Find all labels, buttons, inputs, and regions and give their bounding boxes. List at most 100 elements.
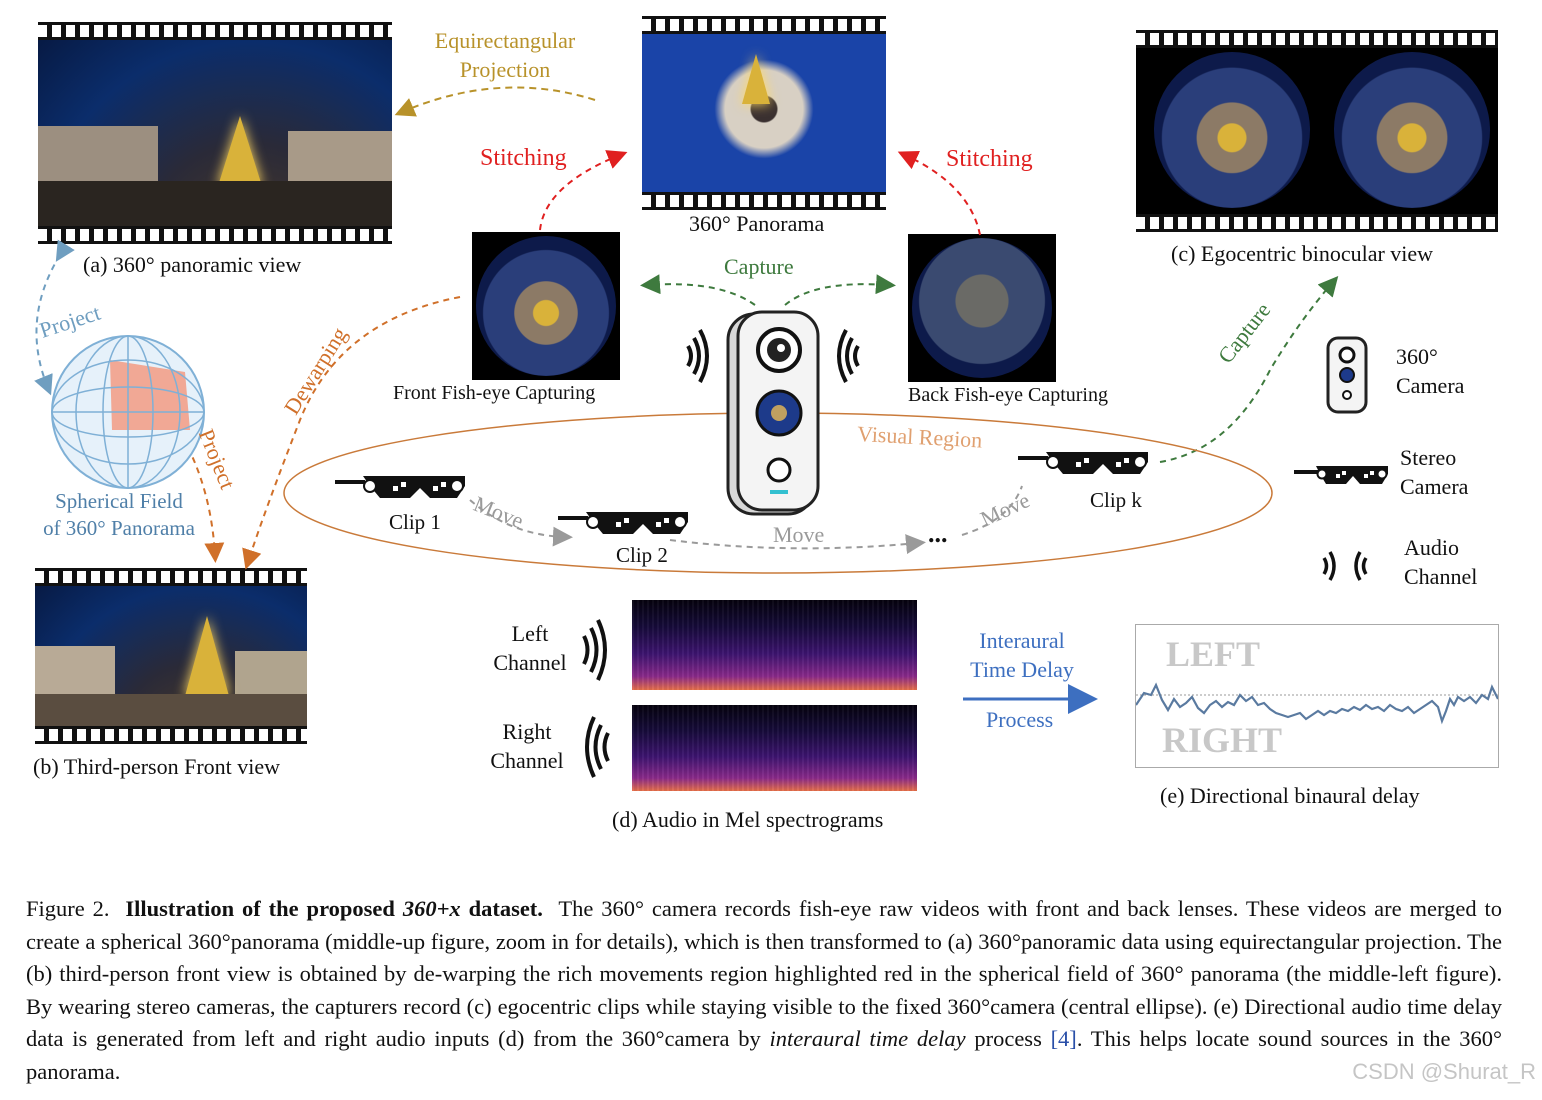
binocular-scene [1136, 48, 1498, 214]
right-channel-sound-icon [585, 716, 610, 778]
caption-italic: interaural time delay [769, 1026, 966, 1051]
itd-line-1: Interaural [979, 628, 1065, 653]
legend-stereo-line-2: Camera [1400, 473, 1469, 499]
label-panorama-center: 360° Panorama [689, 211, 825, 236]
little-planet-scene [642, 34, 886, 192]
film-strip [642, 195, 886, 207]
back-fisheye-image [908, 234, 1056, 382]
label-capture-top: Capture [724, 254, 794, 279]
label-back-fisheye: Back Fish-eye Capturing [908, 384, 1108, 406]
caption-part2: process [974, 1026, 1042, 1051]
legend-camera-line-1: 360° [1396, 344, 1438, 369]
spherical-line-2: of 360° Panorama [43, 516, 195, 541]
label-view-e: (e) Directional binaural delay [1160, 783, 1420, 808]
capture-left-arrow [640, 274, 756, 306]
front-fisheye-image [472, 232, 620, 380]
equirect-line-1: Equirectangular [434, 28, 576, 53]
watermark: CSDN @Shurat_R [1352, 1059, 1536, 1084]
itd-line-2: Time Delay [970, 656, 1074, 682]
label-view-a: (a) 360° panoramic view [83, 252, 302, 277]
stereo-glasses-clipk [1018, 452, 1148, 474]
equirect-arrow [394, 86, 596, 117]
project-top-arrow [34, 239, 75, 396]
label-stitch-left: Stitching [480, 145, 567, 171]
legend-audio-line-1: Audio [1404, 535, 1459, 560]
right-channel-line-1: Right [502, 719, 552, 744]
spherical-line-1: Spherical Field [55, 489, 183, 513]
film-strip [35, 729, 307, 741]
equirect-line-2: Projection [459, 56, 551, 82]
film-strip [38, 25, 392, 37]
label-left-channel: Left Channel [487, 620, 573, 677]
label-ellipsis: ... [928, 519, 948, 548]
label-clip1: Clip 1 [389, 510, 441, 534]
legend-camera-label: 360° Camera [1396, 343, 1464, 400]
legend-stereo-line-1: Stereo [1400, 445, 1457, 470]
right-text: RIGHT [1162, 720, 1283, 760]
label-view-b: (b) Third-person Front view [33, 754, 281, 779]
film-strip [38, 229, 392, 241]
label-itd: Interaural Time Delay [958, 627, 1086, 684]
left-channel-line-1: Left [511, 621, 549, 646]
spherical-globe [51, 335, 205, 489]
legend-camera-icon [1326, 336, 1368, 414]
label-process: Process [986, 707, 1054, 732]
film-strip [1136, 217, 1498, 229]
label-equirect: Equirectangular Projection [423, 27, 587, 84]
legend-audio-line-2: Channel [1404, 563, 1478, 589]
stereo-glasses-clip1 [335, 476, 465, 498]
label-clip2: Clip 2 [616, 543, 668, 567]
caption-bold-italic: 360+x [402, 896, 461, 921]
right-mel-spectrogram [632, 705, 917, 791]
delay-waveform [1136, 682, 1498, 725]
move-arrow-2 [669, 534, 926, 555]
label-view-d: (d) Audio in Mel spectrograms [612, 807, 884, 832]
capture-right-arrow [784, 274, 896, 306]
legend-camera-line-2: Camera [1396, 372, 1465, 398]
label-clipk: Clip k [1090, 488, 1142, 512]
left-channel-line-2: Channel [493, 649, 567, 675]
panorama-scene [38, 40, 392, 226]
left-channel-sound-icon [582, 619, 607, 681]
film-strip [642, 19, 886, 31]
egocentric-view-image [1136, 30, 1498, 232]
camera-360-device [726, 310, 820, 516]
capture-ego-arrow [1159, 275, 1339, 463]
diagram-overlay [34, 86, 1388, 778]
caption-part1: The 360° camera records fish-eye raw vid… [26, 896, 1503, 1051]
film-strip [35, 571, 307, 583]
label-view-c: (c) Egocentric binocular view [1171, 241, 1434, 266]
sound-wave-left [686, 329, 709, 383]
move-arrow-1 [469, 499, 573, 547]
legend-stereo-icon [1294, 466, 1388, 484]
third-person-view-image [35, 568, 307, 744]
figure-caption: Figure 2. Illustration of the proposed 3… [26, 893, 1502, 1088]
film-strip [1136, 33, 1498, 45]
stitch-left-arrow [539, 150, 628, 231]
binaural-delay-panel: LEFT RIGHT [1135, 624, 1499, 768]
stitch-right-arrow [897, 150, 981, 236]
caption-reference-link[interactable]: [4] [1050, 1026, 1077, 1051]
left-mel-spectrogram [632, 600, 917, 690]
label-spherical: Spherical Field of 360° Panorama [38, 488, 200, 543]
project-bottom-arrow [149, 394, 225, 563]
caption-part3: . This helps locate sound sources in the… [26, 1026, 1503, 1084]
label-stitch-right: Stitching [946, 146, 1033, 172]
caption-bold-end: dataset. [468, 896, 543, 921]
stereo-glasses-clip2 [558, 512, 688, 534]
left-text: LEFT [1166, 634, 1261, 674]
label-move2: Move [773, 522, 825, 547]
panoramic-view-image [38, 22, 392, 244]
label-front-fisheye: Front Fish-eye Capturing [393, 382, 596, 404]
legend-stereo-label: Stereo Camera [1400, 444, 1468, 501]
dewarping-arrow [242, 296, 461, 570]
legend-audio-label: Audio Channel [1404, 534, 1477, 591]
label-right-channel: Right Channel [484, 718, 570, 775]
caption-prefix: Figure 2. [26, 896, 110, 921]
center-panorama-image [642, 16, 886, 210]
third-person-scene [35, 586, 307, 726]
sound-wave-right [837, 329, 860, 383]
legend-audio-icon [1322, 551, 1368, 581]
caption-bold: Illustration of the proposed [125, 896, 395, 921]
right-channel-line-2: Channel [490, 747, 564, 773]
